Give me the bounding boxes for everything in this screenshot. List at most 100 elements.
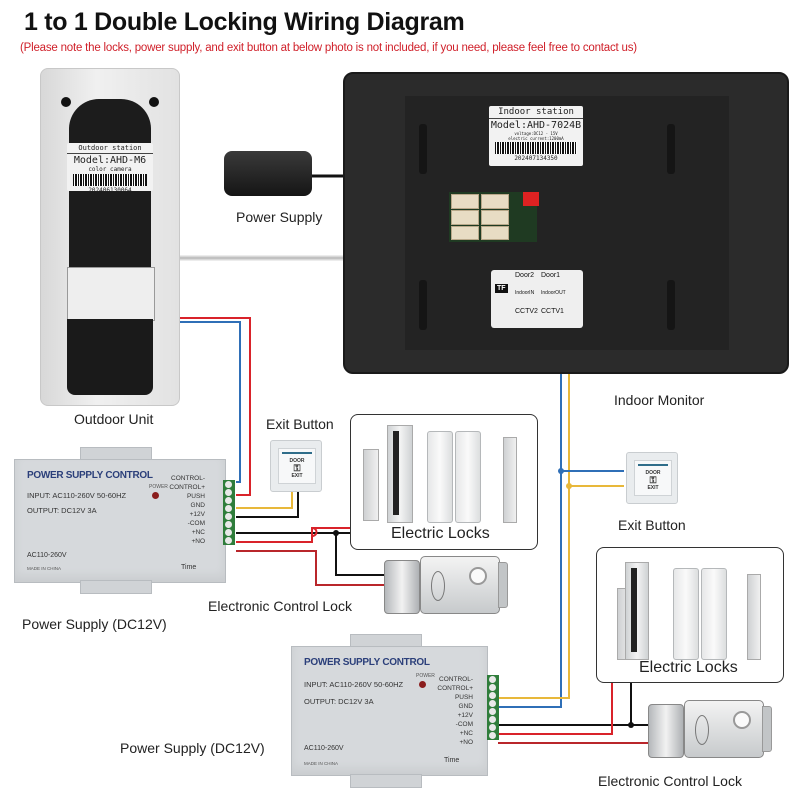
indoor-sticker-spec2: electric current:1200mA [508, 136, 564, 141]
terminal-label: +12V [189, 511, 205, 518]
terminal-label: +NO [191, 538, 205, 545]
exit-face-bottom: EXIT [647, 485, 659, 491]
junction-dot-yellow [566, 483, 572, 489]
outdoor-terminal-connector [67, 267, 155, 321]
psu2-output: OUTPUT: DC12V 3A [304, 697, 374, 706]
indoor-sticker-spec1: voltage:DC12 - 15V [514, 131, 558, 136]
psu1-ac-label: AC110-260V [27, 552, 67, 559]
exit-button-2: DOOR ⚿ EXIT [626, 452, 678, 504]
indoor-sticker-serial: 202407134350 [514, 155, 558, 162]
electronic-control-lock-1-label: Electronic Control Lock [208, 598, 352, 614]
electric-locks-2-label: Electric Locks [639, 659, 738, 676]
outdoor-sticker-model: Model:AHD-M6 [73, 155, 147, 166]
electronic-control-lock-2-label: Electronic Control Lock [598, 773, 742, 789]
power-supply-unit-1: POWER SUPPLY CONTROL INPUT: AC110-260V 5… [14, 459, 235, 583]
psu2-ac-label: AC110-260V [304, 745, 344, 752]
psu2-mount-tab [350, 774, 422, 788]
bolt-lock [455, 431, 481, 523]
disclaimer-note: (Please note the locks, power supply, an… [20, 42, 637, 54]
terminal-label: +NO [459, 739, 473, 746]
outdoor-sticker: Outdoor station Model:AHD-M6 color camer… [67, 143, 153, 194]
psu2-made-in: MADE IN CHINA [304, 761, 339, 766]
terminal-label: +NC [191, 529, 205, 536]
electric-locks-1-label: Electric Locks [391, 525, 490, 542]
terminal [481, 226, 509, 240]
psu1-power-led [152, 492, 159, 499]
outdoor-unit: Outdoor station Model:AHD-M6 color camer… [40, 68, 180, 406]
psu2-terminal-labels: CONTROL- CONTROL+ PUSH GND +12V -COM +NC… [437, 675, 473, 747]
terminal-label: PUSH [186, 493, 205, 500]
outdoor-unit-lower-panel [67, 319, 153, 395]
exit-face-top: DOOR [645, 470, 661, 476]
mount-hole [149, 97, 159, 107]
magnetic-lock [625, 562, 649, 660]
bolt-lock [701, 568, 727, 660]
indoor-monitor: Indoor station Model:AHD-7024B voltage:D… [343, 72, 789, 374]
exit-face-bottom: EXIT [291, 473, 303, 479]
power-adapter-label: Power Supply [236, 209, 323, 225]
port-cctv1: CCTV1 [541, 308, 564, 315]
power-adapter [224, 151, 312, 196]
electric-locks-box-1: Electric Locks [350, 414, 538, 550]
mount-slot [419, 280, 427, 330]
indoor-sticker-heading: Indoor station [489, 106, 583, 119]
port-indoor-in: IndoorIN [515, 290, 535, 296]
exit-button-1: DOOR ⚿ EXIT [270, 440, 322, 492]
terminal-label: CONTROL+ [169, 484, 205, 491]
lock-button [733, 711, 751, 729]
exit-button-1-label: Exit Button [266, 416, 334, 432]
wire-red-psu1-nc-hop [311, 527, 318, 537]
brand-logo [695, 715, 709, 745]
indoor-sticker-model: Model:AHD-7024B [490, 120, 582, 131]
port-door1: Door1 [541, 272, 561, 279]
electric-locks-box-2: Electric Locks [596, 547, 784, 683]
psu1-terminal-labels: CONTROL- CONTROL+ PUSH GND +12V -COM +NC… [169, 474, 205, 546]
monitor-pcb [449, 192, 537, 242]
brand-logo [431, 571, 445, 601]
exit-face-top: DOOR [289, 458, 305, 464]
outdoor-sticker-serial: 202406130064 [88, 187, 132, 194]
port-label-plate: TF Door2 Door1 IndoorIN IndoorOUT CCTV2 … [491, 270, 583, 328]
wire-red-psu1-no [236, 550, 384, 586]
psu1-mount-tab [80, 580, 152, 594]
terminal-label: CONTROL- [171, 475, 205, 482]
port-indoor-out: IndoorOUT [541, 290, 566, 296]
port-door2: Door2 [515, 272, 535, 279]
electronic-control-lock-1 [384, 556, 508, 614]
mount-slot [667, 124, 675, 174]
electric-strike [503, 437, 517, 523]
lock-button [469, 567, 487, 585]
wire-yellow-psu1-exit [236, 492, 293, 509]
magnetic-lock-core [393, 431, 399, 515]
magnetic-lock [387, 425, 413, 523]
psu2-power-led [419, 681, 426, 688]
bolt-lock [673, 568, 699, 660]
terminal-label: -COM [455, 721, 473, 728]
junction-dot-blue [558, 468, 564, 474]
terminal-label: +NC [459, 730, 473, 737]
outdoor-unit-label: Outdoor Unit [74, 411, 154, 427]
wire-red-psu1-nc [236, 527, 350, 543]
key-icon: ⚿ [293, 463, 301, 473]
barcode [73, 174, 147, 186]
terminal-label: PUSH [454, 694, 473, 701]
psu2-terminal-block [487, 675, 499, 740]
wire-red-psu2-nc [498, 680, 613, 735]
junction-dot-2 [628, 722, 634, 728]
psu1-terminal-block [223, 480, 235, 545]
electronic-control-lock-2 [648, 700, 772, 758]
terminal [481, 194, 509, 209]
mount-slot [419, 124, 427, 174]
magnetic-lock-core [631, 568, 637, 652]
terminal [451, 210, 479, 225]
psu1-output: OUTPUT: DC12V 3A [27, 506, 97, 515]
bolt-lock [427, 431, 453, 523]
tf-card-icon: TF [495, 284, 508, 293]
psu2-time-label: Time [444, 757, 460, 764]
psu1-input: INPUT: AC110-260V 50-60HZ [27, 491, 127, 500]
key-icon: ⚿ [649, 475, 657, 485]
diagram-title: 1 to 1 Double Locking Wiring Diagram [24, 8, 465, 36]
psu2-label: Power Supply (DC12V) [120, 740, 265, 756]
psu2-heading: POWER SUPPLY CONTROL [304, 657, 430, 668]
outdoor-sticker-heading: Outdoor station [67, 143, 153, 154]
